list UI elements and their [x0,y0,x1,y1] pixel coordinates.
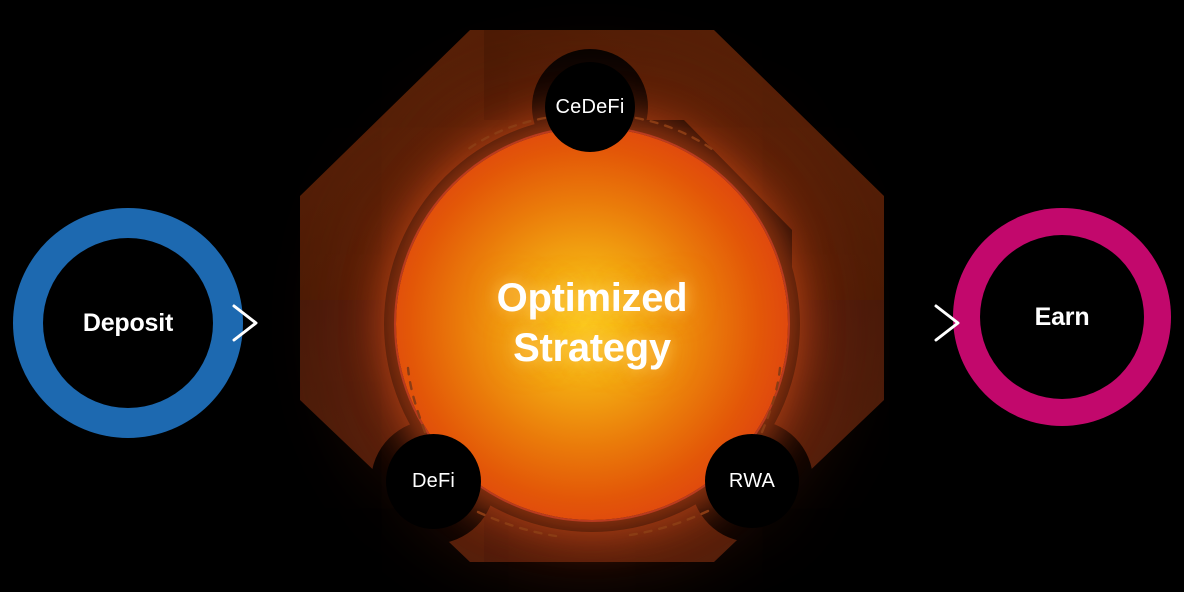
deposit-node[interactable]: Deposit [13,208,243,438]
satellite-cedefi-label: CeDeFi [555,95,625,118]
satellite-rwa[interactable]: RWA [705,434,799,528]
optimized-strategy-label: Optimized Strategy [496,276,688,370]
deposit-node-core: Deposit [43,238,213,408]
flow-arrow-right-icon [934,304,960,342]
satellite-defi[interactable]: DeFi [386,434,481,529]
flow-arrow-left-icon [232,304,258,342]
satellite-defi-label: DeFi [411,470,456,492]
satellite-rwa-label: RWA [728,469,776,492]
deposit-label: Deposit [82,308,174,337]
earn-node[interactable]: Earn [953,208,1171,426]
earn-label: Earn [1034,302,1090,331]
earn-node-core: Earn [980,235,1144,399]
satellite-cedefi[interactable]: CeDeFi [545,62,635,152]
